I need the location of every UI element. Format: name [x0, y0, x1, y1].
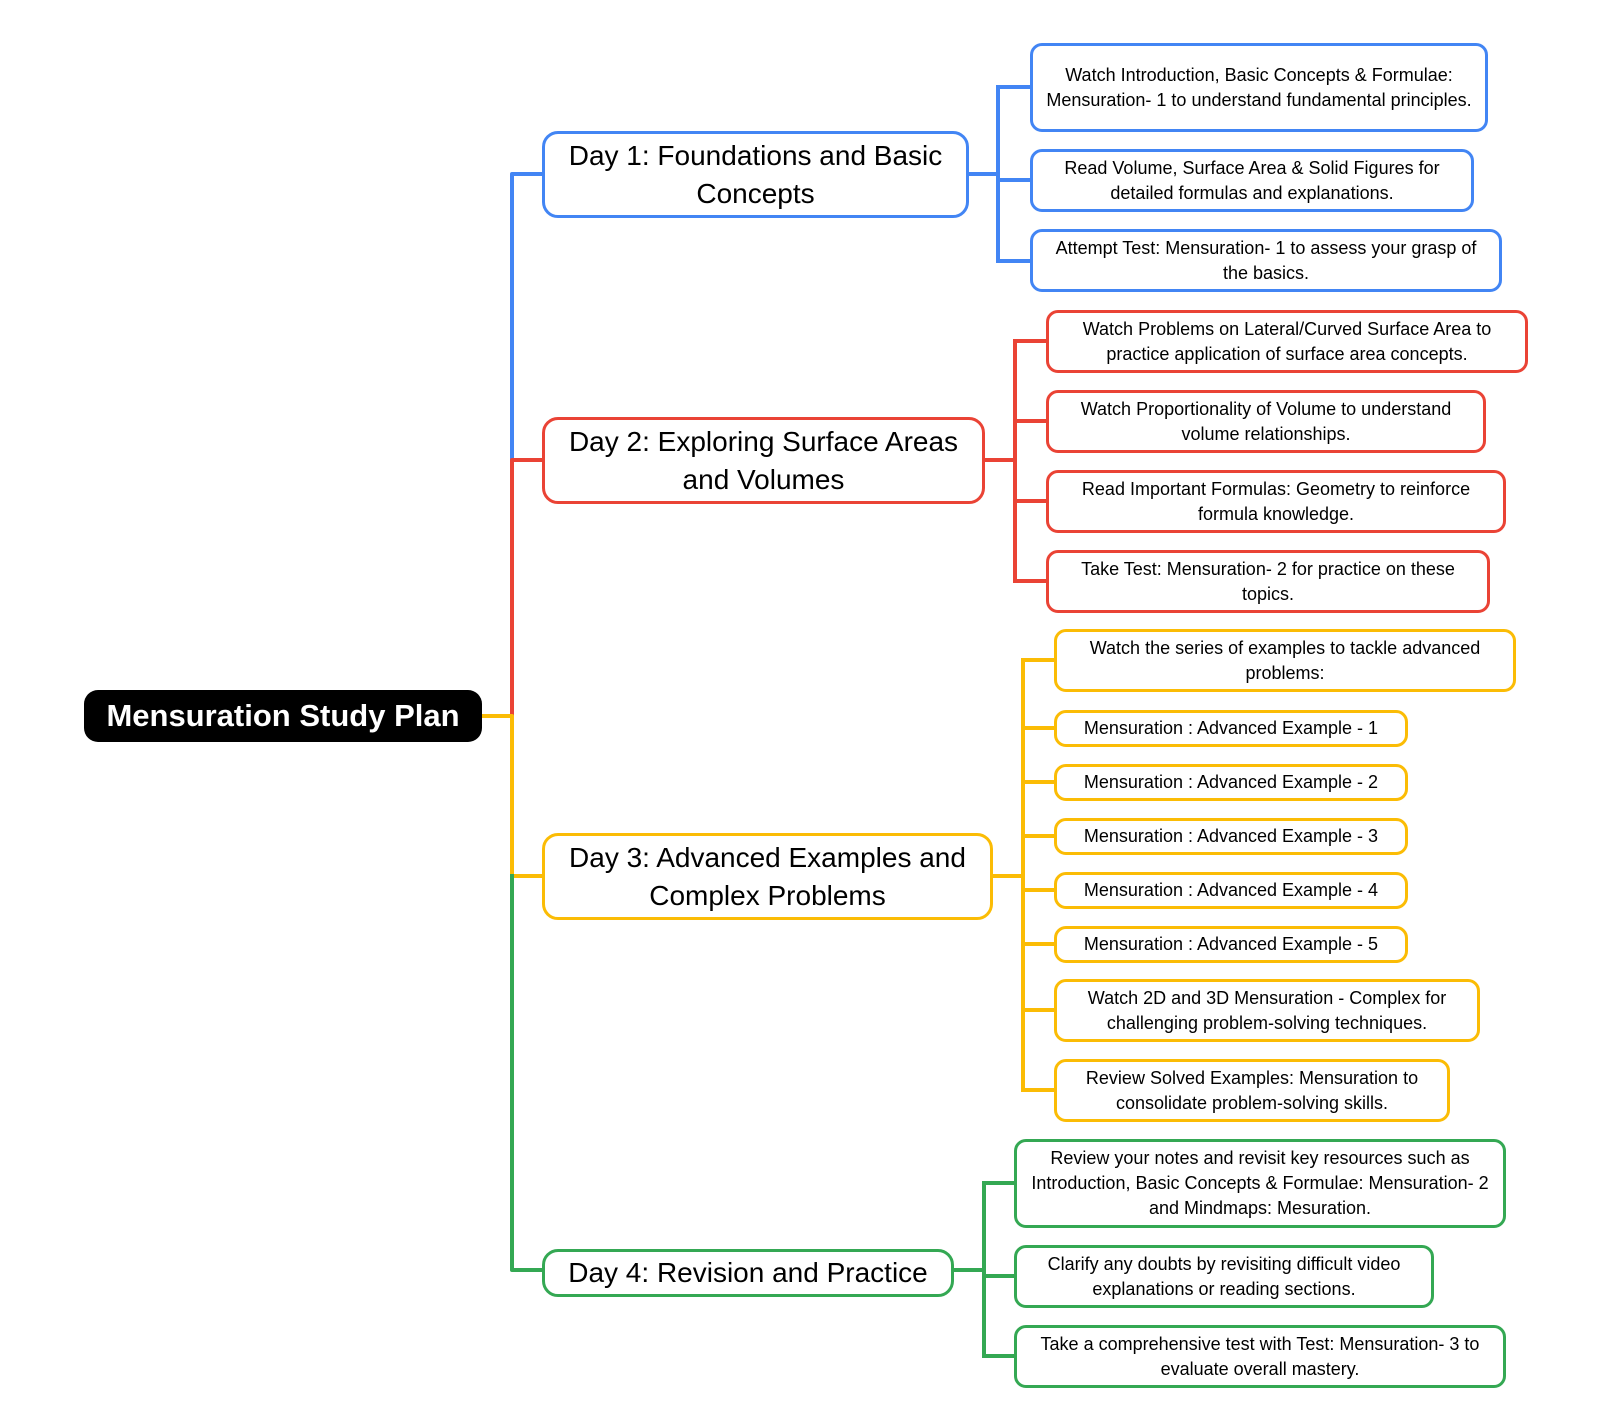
day-3-item: Mensuration : Advanced Example - 4 [1054, 872, 1408, 909]
connector-day1 [510, 172, 544, 462]
day-3-item: Mensuration : Advanced Example - 2 [1054, 764, 1408, 801]
day-4-node: Day 4: Revision and Practice [542, 1249, 954, 1297]
day-3-item: Review Solved Examples: Mensuration to c… [1054, 1059, 1450, 1122]
connector-day4-items [952, 1181, 1016, 1358]
connector-day3 [480, 714, 544, 878]
connector-day1-items [967, 85, 1032, 263]
day-1-item: Watch Introduction, Basic Concepts & For… [1030, 43, 1488, 132]
day-2-item: Take Test: Mensuration- 2 for practice o… [1046, 550, 1490, 613]
day-3-item: Mensuration : Advanced Example - 5 [1054, 926, 1408, 963]
day-3-item: Mensuration : Advanced Example - 1 [1054, 710, 1408, 747]
day-2-item: Watch Problems on Lateral/Curved Surface… [1046, 310, 1528, 373]
day-1-item: Read Volume, Surface Area & Solid Figure… [1030, 149, 1474, 212]
day-1-item: Attempt Test: Mensuration- 1 to assess y… [1030, 229, 1502, 292]
connector-day2 [510, 458, 544, 718]
connector-day4 [510, 874, 544, 1272]
day-2-item: Read Important Formulas: Geometry to rei… [1046, 470, 1506, 533]
day-3-node: Day 3: Advanced Examples and Complex Pro… [542, 833, 993, 920]
day-1-node: Day 1: Foundations and Basic Concepts [542, 131, 969, 218]
day-3-item: Watch 2D and 3D Mensuration - Complex fo… [1054, 979, 1480, 1042]
connector-day3-items [991, 658, 1056, 1092]
day-3-item: Watch the series of examples to tackle a… [1054, 629, 1516, 692]
connector-day2-items [983, 339, 1048, 583]
day-2-node: Day 2: Exploring Surface Areas and Volum… [542, 417, 985, 504]
day-4-item: Review your notes and revisit key resour… [1014, 1139, 1506, 1228]
day-3-item: Mensuration : Advanced Example - 3 [1054, 818, 1408, 855]
day-4-item: Take a comprehensive test with Test: Men… [1014, 1325, 1506, 1388]
day-2-item: Watch Proportionality of Volume to under… [1046, 390, 1486, 453]
day-4-item: Clarify any doubts by revisiting difficu… [1014, 1245, 1434, 1308]
root-node: Mensuration Study Plan [84, 690, 482, 742]
